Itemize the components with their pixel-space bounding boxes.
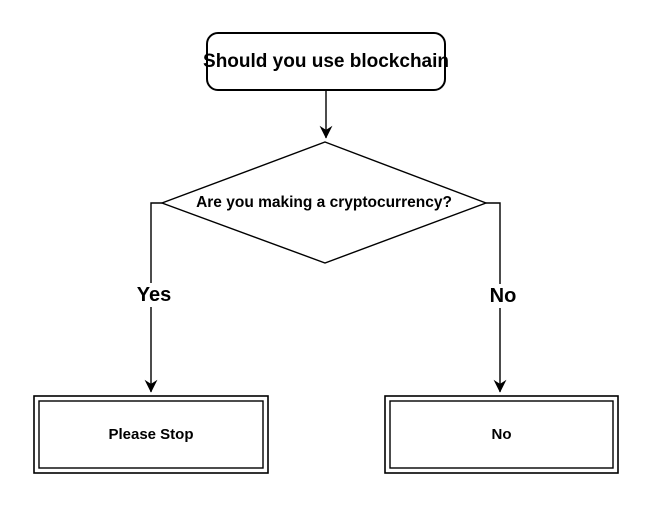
outcome-no-node-inner-shape (389, 400, 614, 469)
decision-node-shape (159, 141, 488, 264)
edge-decision-to-outcome-no (486, 202, 507, 393)
outcome-yes-node-outer-shape (33, 395, 269, 474)
start-node-shape (206, 32, 446, 91)
outcome-no-node-outer-shape (384, 395, 619, 474)
outcome-yes-node-inner-shape (38, 400, 264, 469)
edge-decision-to-outcome-yes (144, 202, 162, 393)
